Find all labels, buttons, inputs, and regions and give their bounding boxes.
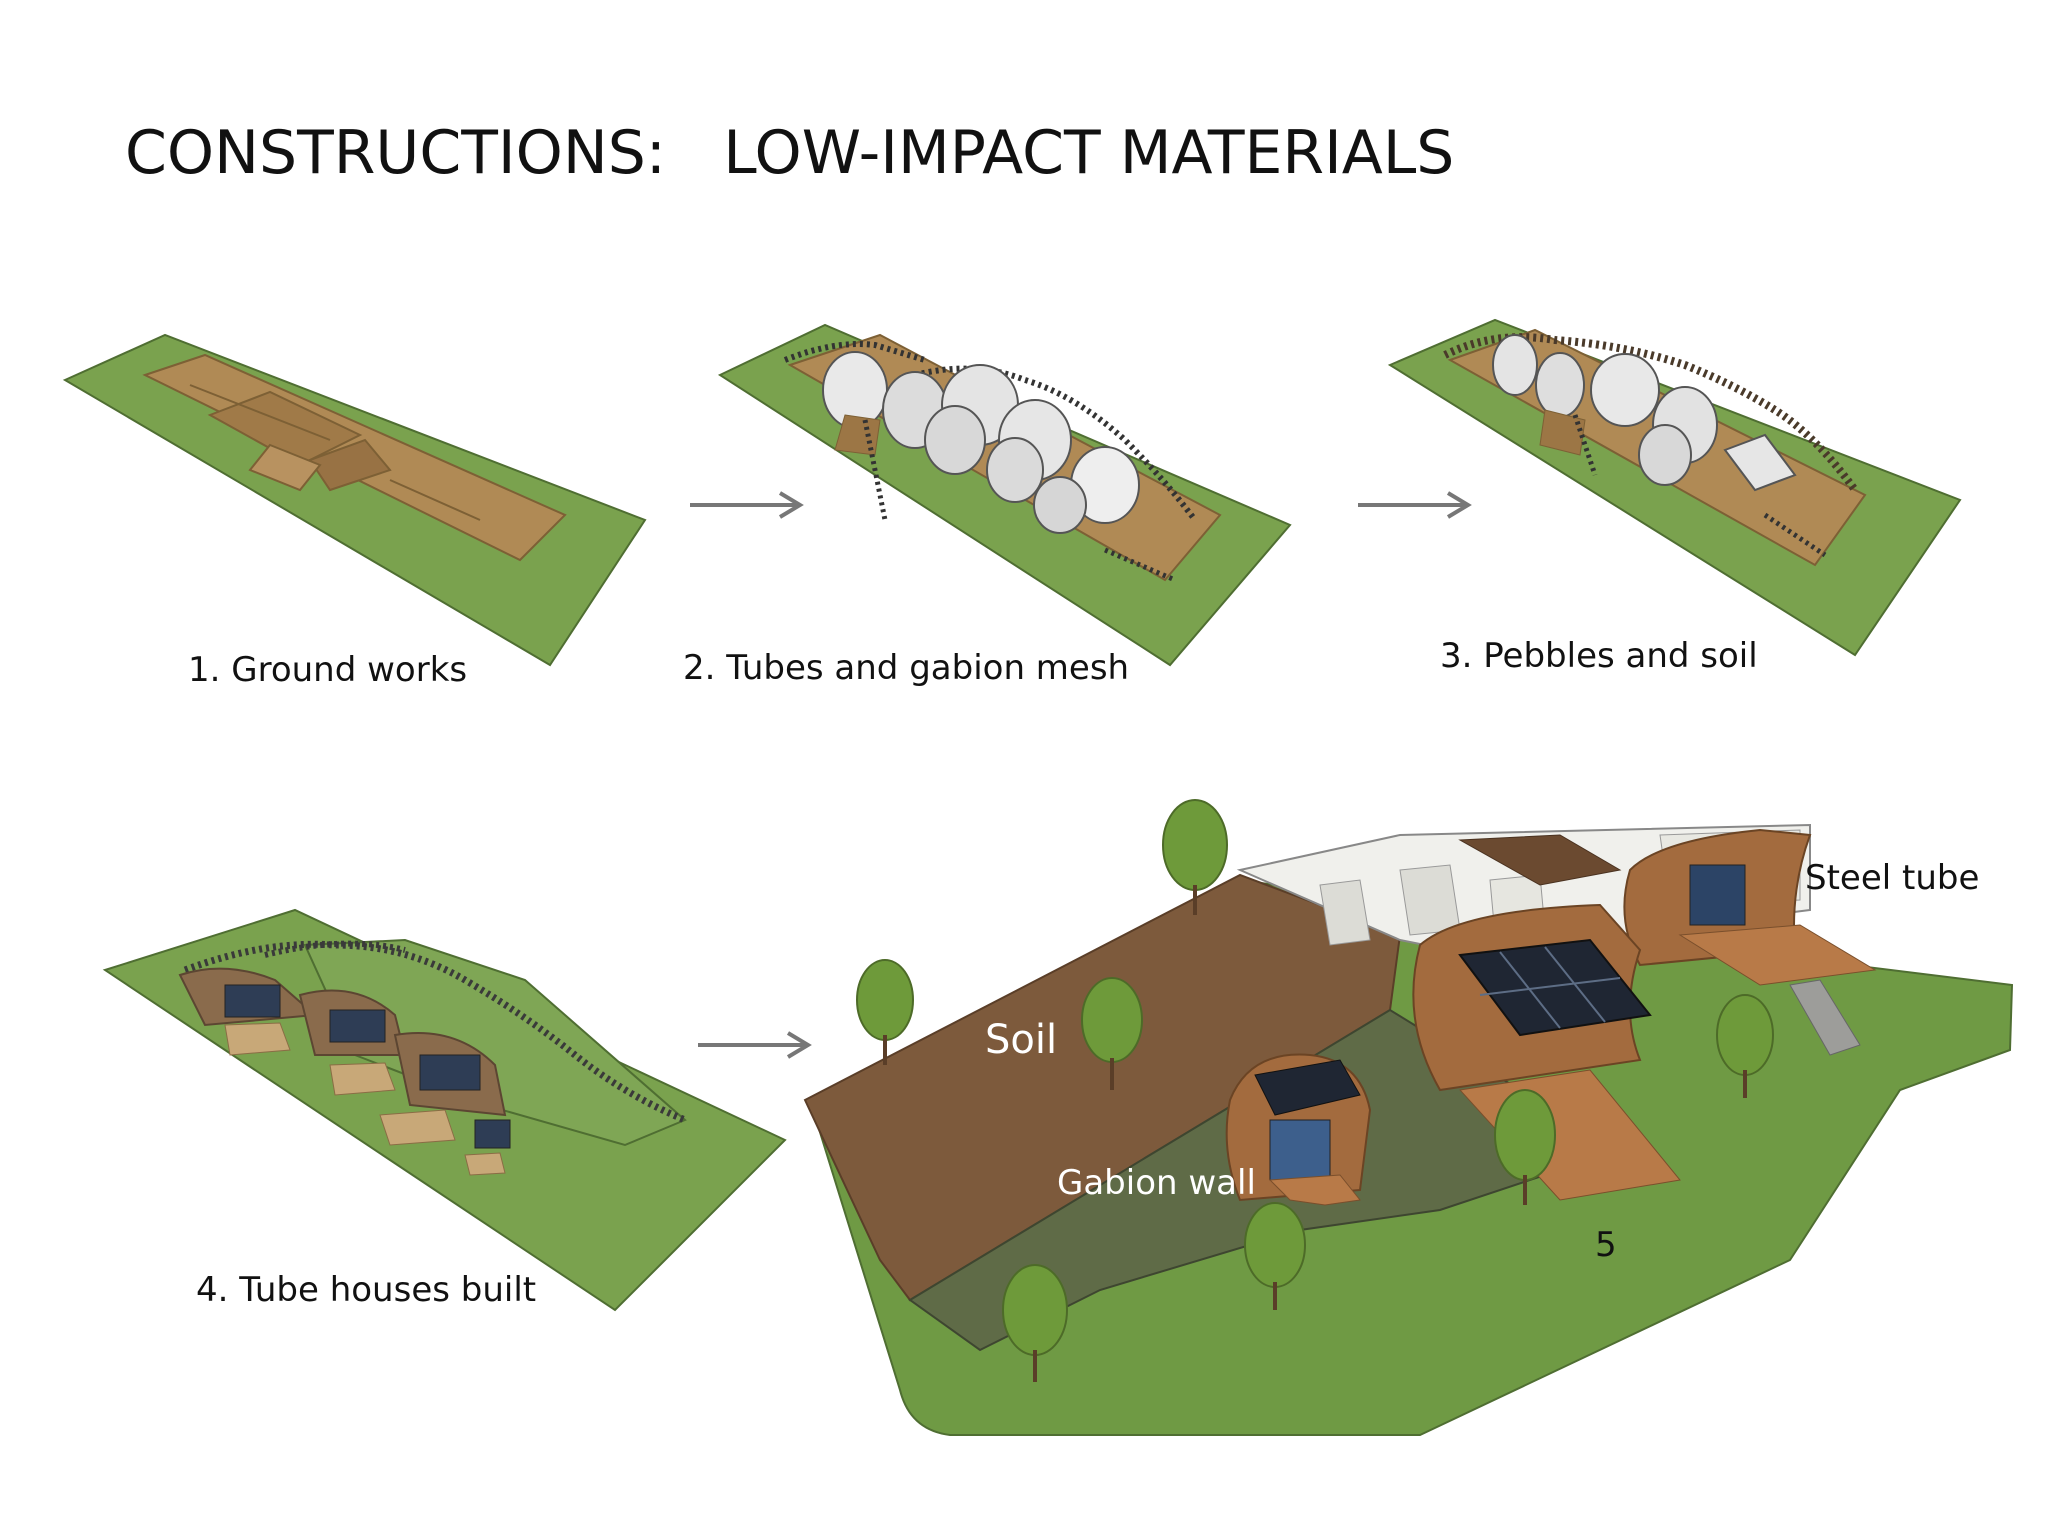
stage-3-pebbles: [1385, 315, 1965, 660]
gabion-wall-label: Gabion wall: [1057, 1163, 1256, 1203]
ground-works-illustration: [62, 333, 647, 667]
step-1-label: 1. Ground works: [188, 650, 468, 690]
arrow-1-icon: [690, 490, 805, 524]
pebbles-soil-illustration: [1387, 318, 1962, 657]
stage-4-tube-houses: [102, 905, 795, 1315]
tubes-gabion-illustration: [717, 323, 1292, 667]
step-3-label: 3. Pebbles and soil: [1440, 636, 1758, 676]
stage-1-ground-works: [60, 330, 650, 670]
soil-label: Soil: [985, 1017, 1058, 1063]
step-2-label: 2. Tubes and gabion mesh: [683, 648, 1130, 688]
page-title: CONSTRUCTIONS: LOW-IMPACT MATERIALS: [125, 118, 1455, 188]
stage-5-final-render: [800, 790, 2020, 1436]
step-5-number: 5: [1595, 1225, 1617, 1265]
tube-houses-illustration: [102, 908, 787, 1312]
final-house-illustration: [803, 799, 2014, 1436]
stage-2-tubes: [715, 320, 1295, 670]
arrow-2-icon: [1358, 490, 1473, 524]
arrow-3-icon: [698, 1030, 813, 1064]
step-4-label: 4. Tube houses built: [196, 1270, 537, 1310]
steel-tube-label: Steel tube: [1805, 858, 1980, 898]
